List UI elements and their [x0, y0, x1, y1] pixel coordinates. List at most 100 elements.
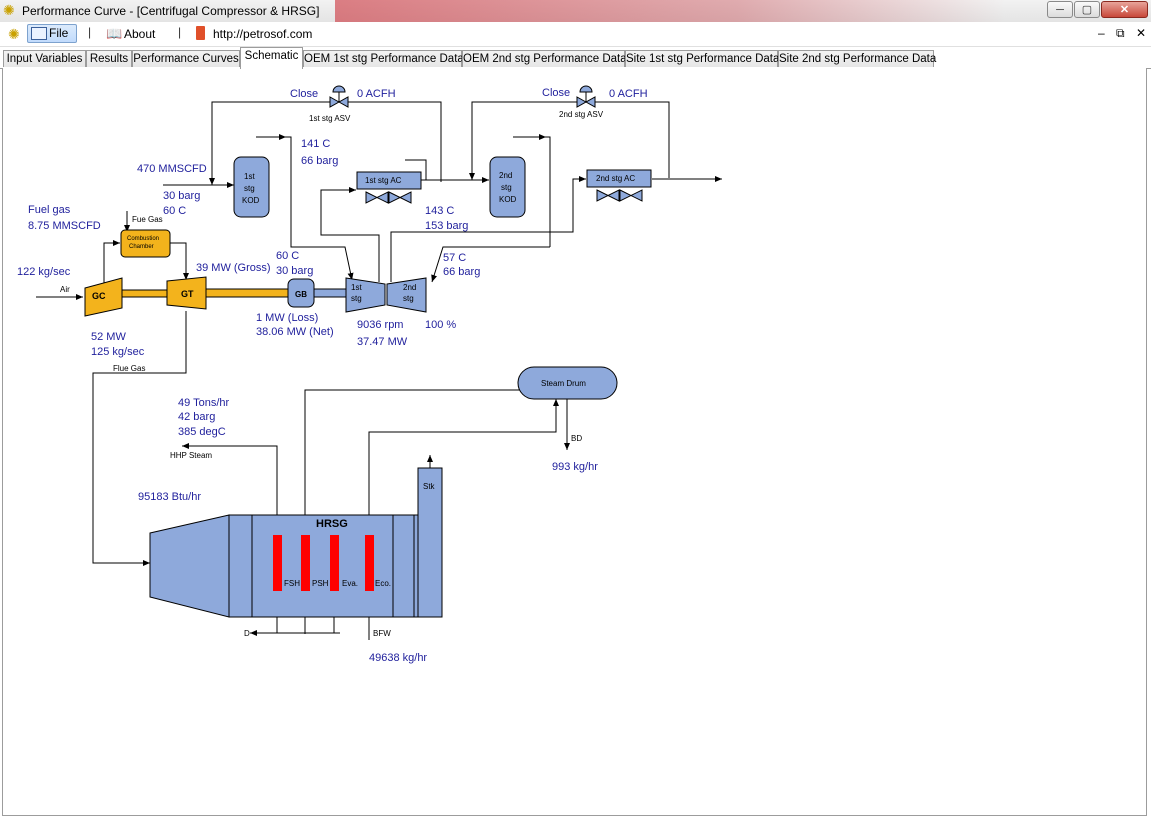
- website-link[interactable]: http://petrosof.com: [213, 27, 313, 41]
- speed-percent: 100 %: [425, 319, 456, 331]
- tab-site-2nd-stg[interactable]: Site 2nd stg Performance Data: [778, 50, 936, 67]
- tab-site-1st-stg[interactable]: Site 1st stg Performance Data: [625, 50, 779, 67]
- gearbox[interactable]: [287, 278, 315, 308]
- gas-compressor[interactable]: [84, 277, 123, 317]
- maximize-button[interactable]: ▢: [1074, 1, 1100, 18]
- kod2-vessel[interactable]: [489, 156, 526, 218]
- combustion-chamber[interactable]: [120, 229, 171, 258]
- gt-gross-power: 39 MW (Gross): [196, 262, 271, 274]
- kod1-label-1: 1st: [244, 172, 255, 181]
- kod2-label-2: stg: [501, 183, 512, 192]
- fuel-gas-flow: 8.75 MMSCFD: [28, 220, 101, 232]
- gb-comp-shaft: [313, 288, 347, 298]
- asv2-label: 2nd stg ASV: [559, 110, 604, 119]
- air-flow: 122 kg/sec: [17, 266, 71, 278]
- psh-tube-bank: [301, 535, 310, 591]
- tab-performance-curves[interactable]: Performance Curves: [132, 50, 240, 67]
- mdi-minimize-button[interactable]: –: [1098, 26, 1105, 40]
- compressor-stage1[interactable]: [345, 277, 386, 313]
- mdi-restore-button[interactable]: ⧉: [1116, 26, 1125, 40]
- menu-separator: |: [88, 25, 92, 39]
- cc-to-gt-line: [170, 242, 189, 280]
- compressor-speed: 9036 rpm: [357, 319, 403, 331]
- app-sun-icon: ✺: [3, 2, 15, 18]
- compressor-power: 37.47 MW: [357, 336, 408, 348]
- title-bar-glow: [335, 0, 1005, 22]
- ac2-box[interactable]: [586, 169, 652, 188]
- kod1-label-2: stg: [244, 184, 255, 193]
- eva-label: Eva.: [342, 579, 358, 588]
- gt-label: GT: [181, 289, 194, 299]
- stage1-discharge-pressure: 66 barg: [301, 155, 338, 167]
- hrsg-body[interactable]: [228, 514, 422, 618]
- comp1-label-2: stg: [351, 294, 362, 303]
- asv2-flow: 0 ACFH: [609, 88, 648, 100]
- tab-strip: Input Variables Results Performance Curv…: [0, 47, 1151, 69]
- steam-drum[interactable]: [517, 366, 618, 400]
- book-icon: 📖: [106, 26, 123, 41]
- comp2-label-2: stg: [403, 294, 414, 303]
- kod1-vessel[interactable]: [233, 156, 270, 218]
- asv1-valve[interactable]: [329, 85, 349, 108]
- asv1-label: 1st stg ASV: [309, 114, 351, 123]
- steam-pressure: 42 barg: [178, 411, 215, 423]
- ac1-fan: [365, 191, 389, 204]
- bfw-flow: 49638 kg/hr: [369, 652, 427, 664]
- hrsg-duty: 95183 Btu/hr: [138, 491, 201, 503]
- suction1-temp: 60 C: [276, 250, 299, 262]
- stack-label: Stk: [423, 482, 436, 491]
- minimize-button[interactable]: ─: [1047, 1, 1073, 18]
- schematic-panel: [2, 68, 1147, 816]
- drain-label: D: [244, 629, 250, 638]
- gas-turbine[interactable]: [166, 276, 207, 310]
- eco-label: Eco.: [375, 579, 391, 588]
- comp1-discharge-line: [320, 187, 380, 282]
- tab-oem-1st-stg[interactable]: OEM 1st stg Performance Data: [303, 50, 464, 67]
- gt-gb-shaft: [205, 288, 289, 298]
- asv2-recycle-line: [469, 101, 670, 180]
- fuel-gas-line-label: Fue Gas: [132, 215, 163, 224]
- close-button[interactable]: ✕: [1101, 1, 1148, 18]
- steam-flow: 49 Tons/hr: [178, 397, 230, 409]
- suction2-pressure: 66 barg: [443, 266, 480, 278]
- steam-drum-label: Steam Drum: [541, 379, 586, 388]
- flue-gas-line: [92, 311, 187, 566]
- gc-to-cc-line: [103, 240, 120, 285]
- window-title: Performance Curve - [Centrifugal Compres…: [22, 4, 320, 18]
- stack[interactable]: [417, 467, 443, 618]
- stage1-discharge-temp: 141 C: [301, 138, 330, 150]
- blowdown-flow: 993 kg/hr: [552, 461, 598, 473]
- stage2-discharge-temp: 143 C: [425, 205, 454, 217]
- mdi-close-button[interactable]: ✕: [1136, 26, 1147, 40]
- asv2-state: Close: [542, 87, 570, 99]
- flue-gas-label: Flue Gas: [113, 364, 145, 373]
- exhaust-power: 52 MW: [91, 331, 126, 343]
- tab-schematic[interactable]: Schematic: [240, 47, 303, 69]
- bfw-label: BFW: [373, 629, 391, 638]
- tab-oem-2nd-stg[interactable]: OEM 2nd stg Performance Data: [462, 50, 627, 67]
- tab-input-variables[interactable]: Input Variables: [3, 50, 86, 67]
- file-menu[interactable]: File: [27, 24, 77, 43]
- menu-separator: |: [178, 25, 182, 39]
- ac1-box[interactable]: [356, 171, 422, 190]
- title-bar: ✺ Performance Curve - [Centrifugal Compr…: [0, 0, 1151, 23]
- ac1-fan: [388, 191, 412, 204]
- fsh-label: FSH: [284, 579, 300, 588]
- tab-results[interactable]: Results: [86, 50, 132, 67]
- hhp-steam-label: HHP Steam: [170, 451, 212, 460]
- comp1-label-1: 1st: [351, 283, 362, 292]
- combustion-label-2: Chamber: [129, 244, 154, 250]
- asv1-recycle-line: [209, 101, 442, 185]
- compressor-stage2[interactable]: [386, 277, 427, 313]
- gb-label: GB: [295, 290, 307, 299]
- bd-label: BD: [571, 434, 582, 443]
- file-menu-label: File: [49, 26, 69, 40]
- psh-label: PSH: [312, 579, 329, 588]
- about-menu[interactable]: About: [124, 27, 156, 41]
- kod2-label-3: KOD: [499, 195, 517, 204]
- window-icon: [31, 27, 47, 40]
- gc-label: GC: [92, 291, 106, 301]
- comp2-discharge-line: [390, 176, 586, 282]
- asv2-valve[interactable]: [576, 85, 596, 108]
